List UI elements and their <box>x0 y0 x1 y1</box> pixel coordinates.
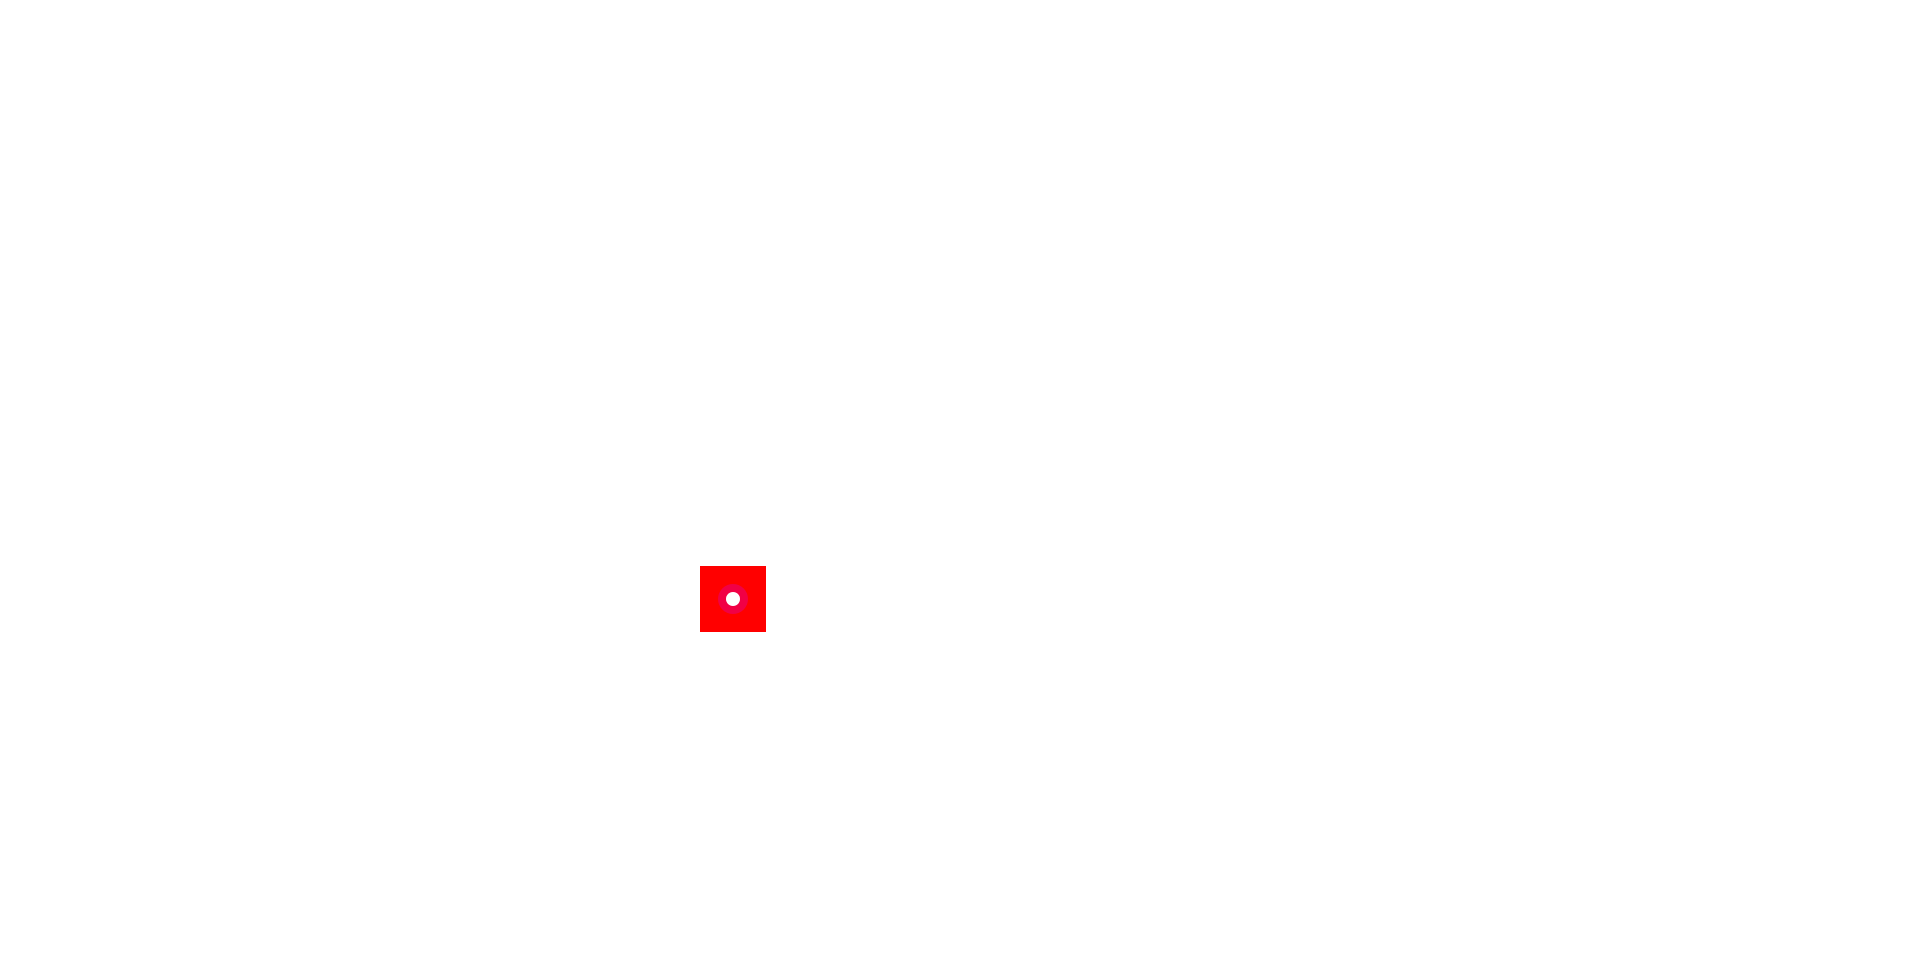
click-target-marker[interactable] <box>700 566 766 632</box>
marker-dot-icon <box>726 592 740 606</box>
marker-ring <box>718 584 748 614</box>
